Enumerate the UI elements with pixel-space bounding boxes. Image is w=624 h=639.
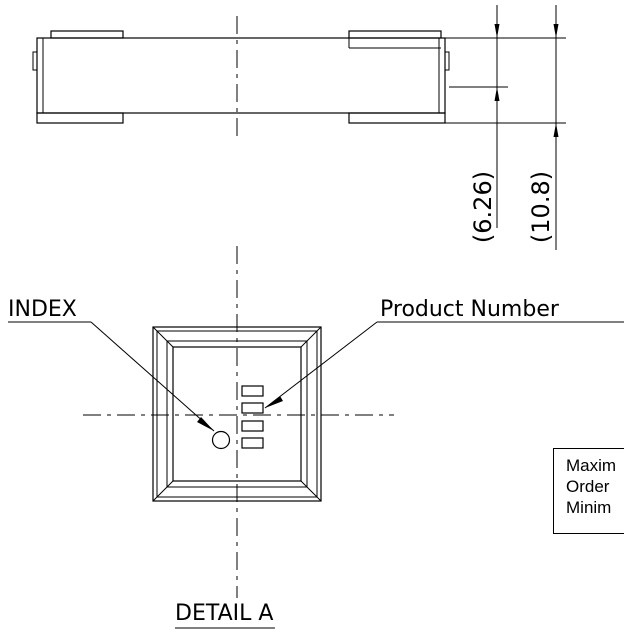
dim1-arrow-top	[494, 24, 500, 38]
left-side-tab	[32, 51, 38, 71]
note-line-3: Minim	[566, 498, 612, 517]
marking-rect-1	[241, 385, 264, 397]
component-body	[36, 37, 446, 114]
product-number-leader-line	[264, 321, 378, 409]
dim2-arrow-bottom	[553, 123, 559, 137]
package-inner-frame	[172, 346, 302, 482]
marking-rect-3	[241, 420, 264, 432]
index-leader-arrow	[197, 417, 214, 431]
note-box: Maxim Order Minim	[553, 448, 624, 534]
detail-a-label: DETAIL A	[175, 601, 273, 626]
dim1-arrow-bottom	[494, 87, 500, 101]
product-number-leader-arrow	[265, 396, 283, 408]
package-outline-outer	[152, 326, 322, 502]
marking-rect-2	[241, 402, 264, 414]
bottom-right-pad	[348, 112, 446, 124]
top-left-pad	[50, 30, 124, 39]
index-mark-circle	[211, 430, 231, 450]
marking-rect-4	[241, 437, 264, 449]
top-right-pad	[348, 30, 442, 39]
index-leader-line	[90, 321, 215, 432]
note-line-2: Order	[566, 477, 610, 496]
dim2-arrow-top	[553, 24, 559, 38]
index-label: INDEX	[8, 297, 77, 322]
detail-view: INDEX Product Number DETAIL A	[8, 246, 624, 629]
dimension-label-1: (6.26)	[469, 171, 497, 243]
dimension-label-2: (10.8)	[527, 171, 555, 243]
right-side-tab	[444, 51, 450, 71]
side-view: (6.26) (10.8)	[32, 5, 566, 250]
product-number-label: Product Number	[380, 297, 560, 322]
bottom-left-pad	[36, 112, 124, 124]
note-line-1: Maxim	[566, 456, 617, 475]
